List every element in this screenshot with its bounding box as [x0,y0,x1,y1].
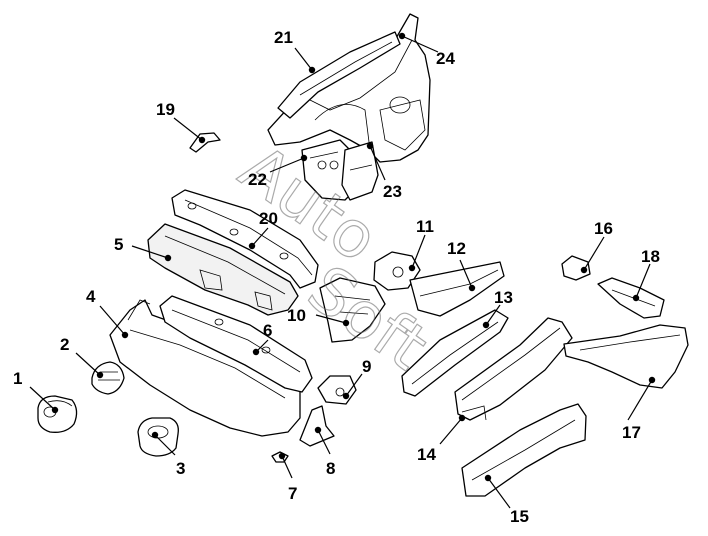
callout-labels: 1 2 3 4 5 6 7 8 9 10 11 12 13 14 15 16 1… [13,28,660,526]
part-15-lower-rail [461,403,587,497]
leader-lines [29,32,656,509]
callout-7: 7 [288,484,297,503]
callout-11: 11 [416,217,434,236]
callout-18: 18 [641,247,660,266]
part-18-rear-bracket [597,277,665,319]
callout-15: 15 [510,507,529,526]
part-3-cylinder-mount [137,417,179,457]
part-19-small-bracket [189,132,221,153]
callout-21: 21 [274,28,293,47]
part-23-box-section [341,141,379,201]
callout-1: 1 [13,369,22,388]
callout-3: 3 [176,459,185,478]
callout-17: 17 [622,423,641,442]
part-13-side-member [401,309,509,397]
callout-8: 8 [326,459,335,478]
callout-12: 12 [447,239,466,258]
callout-24: 24 [436,49,455,68]
part-1-rubber-mount [37,395,78,433]
part-8-angle-bracket [299,405,335,447]
callout-16: 16 [594,219,613,238]
part-2-bump-stop [91,361,125,395]
part-12-side-member-front [409,261,505,317]
callout-19: 19 [156,100,175,119]
part-16-clip-bracket [561,255,591,281]
part-21-upper-rail [277,31,401,119]
callout-23: 23 [383,182,402,201]
callout-13: 13 [494,288,513,307]
callout-6: 6 [263,321,272,340]
part-5-bumper-reinforcement [147,223,299,316]
part-6-lower-crossmember [159,295,313,393]
part-4-lower-cover [109,299,301,437]
callout-22: 22 [248,170,267,189]
callout-20: 20 [259,209,278,228]
callout-9: 9 [362,357,371,376]
part-17-rear-frame [563,324,689,389]
part-10-apron-bracket [319,277,386,343]
callout-14: 14 [417,445,436,464]
part-20-upper-crossmember [171,189,319,289]
callout-10: 10 [287,306,306,325]
callout-5: 5 [114,235,123,254]
callout-4: 4 [86,287,96,306]
callout-2: 2 [60,335,69,354]
